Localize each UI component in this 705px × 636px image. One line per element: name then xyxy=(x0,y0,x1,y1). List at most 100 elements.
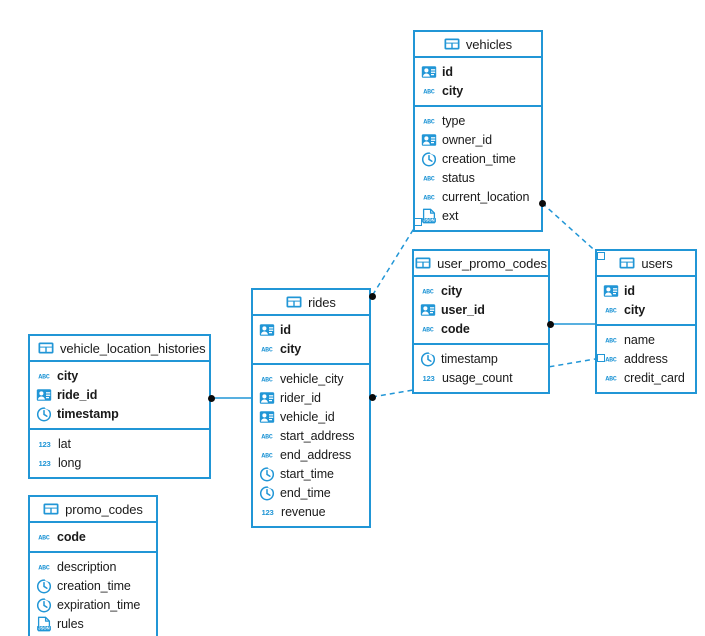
svg-text:ABC: ABC xyxy=(423,194,435,201)
field-name: vehicle_city xyxy=(280,371,344,386)
abc-string-icon: ABC xyxy=(421,83,437,99)
table-title: promo_codes xyxy=(65,501,143,517)
abc-string-icon: ABC xyxy=(36,368,52,384)
field-row[interactable]: id xyxy=(415,62,541,81)
endpoint-square-vehicles-users-to xyxy=(597,252,605,260)
field-name: city xyxy=(441,283,463,298)
abc-string-icon: ABC xyxy=(420,283,436,299)
table-title: rides xyxy=(308,294,336,310)
field-row[interactable]: JSON ext xyxy=(415,206,541,225)
field-row[interactable]: id xyxy=(253,320,369,339)
user-id-icon xyxy=(259,390,275,406)
table-header[interactable]: user_promo_codes xyxy=(414,251,548,277)
table-header[interactable]: users xyxy=(597,251,695,277)
table-header[interactable]: rides xyxy=(253,290,369,316)
field-row[interactable]: ABC city xyxy=(414,281,548,300)
user-id-icon xyxy=(259,322,275,338)
field-row[interactable]: id xyxy=(597,281,695,300)
field-row[interactable]: owner_id xyxy=(415,130,541,149)
field-name: vehicle_id xyxy=(280,409,335,424)
table-header[interactable]: promo_codes xyxy=(30,497,156,523)
relationship-line-vehicles-users[interactable] xyxy=(541,202,602,257)
field-row[interactable]: creation_time xyxy=(415,149,541,168)
table-title: vehicles xyxy=(465,36,513,52)
svg-text:ABC: ABC xyxy=(605,356,617,363)
field-row[interactable]: rider_id xyxy=(253,388,369,407)
field-name: id xyxy=(442,64,453,79)
field-name: creation_time xyxy=(442,151,516,166)
field-row[interactable]: ride_id xyxy=(30,385,209,404)
svg-text:123: 123 xyxy=(423,374,435,383)
field-row[interactable]: timestamp xyxy=(414,349,548,368)
abc-string-icon: ABC xyxy=(603,302,619,318)
endpoint-dot-vehicles-rides-to xyxy=(368,292,376,300)
table-icon xyxy=(415,255,431,271)
abc-string-icon: ABC xyxy=(259,428,275,444)
svg-text:ABC: ABC xyxy=(38,534,50,541)
table-header[interactable]: vehicles xyxy=(415,32,541,58)
field-row[interactable]: expiration_time xyxy=(30,595,156,614)
field-name: end_address xyxy=(280,447,352,462)
user-id-icon xyxy=(421,64,437,80)
user-id-icon xyxy=(421,132,437,148)
endpoint-square-vehicles-rides-from xyxy=(414,218,422,226)
field-row[interactable]: ABC start_address xyxy=(253,426,369,445)
123-number-icon: 123 xyxy=(36,436,53,452)
table-header[interactable]: vehicle_location_histories xyxy=(30,336,209,362)
svg-text:ABC: ABC xyxy=(261,346,273,353)
field-row[interactable]: vehicle_id xyxy=(253,407,369,426)
field-name: revenue xyxy=(281,504,326,519)
field-row[interactable]: end_time xyxy=(253,483,369,502)
field-row[interactable]: start_time xyxy=(253,464,369,483)
field-name: start_address xyxy=(280,428,355,443)
abc-string-icon: ABC xyxy=(603,351,619,367)
field-name: owner_id xyxy=(442,132,492,147)
svg-text:ABC: ABC xyxy=(422,326,434,333)
user-id-icon xyxy=(603,283,619,299)
123-number-icon: 123 xyxy=(36,455,53,471)
field-name: ext xyxy=(442,208,459,223)
field-row[interactable]: user_id xyxy=(414,300,548,319)
field-row[interactable]: timestamp xyxy=(30,404,209,423)
field-row[interactable]: creation_time xyxy=(30,576,156,595)
field-name: rider_id xyxy=(280,390,321,405)
clock-icon xyxy=(420,350,436,367)
table-icon xyxy=(286,294,302,310)
svg-text:123: 123 xyxy=(39,459,51,468)
svg-text:JSON: JSON xyxy=(423,217,434,222)
